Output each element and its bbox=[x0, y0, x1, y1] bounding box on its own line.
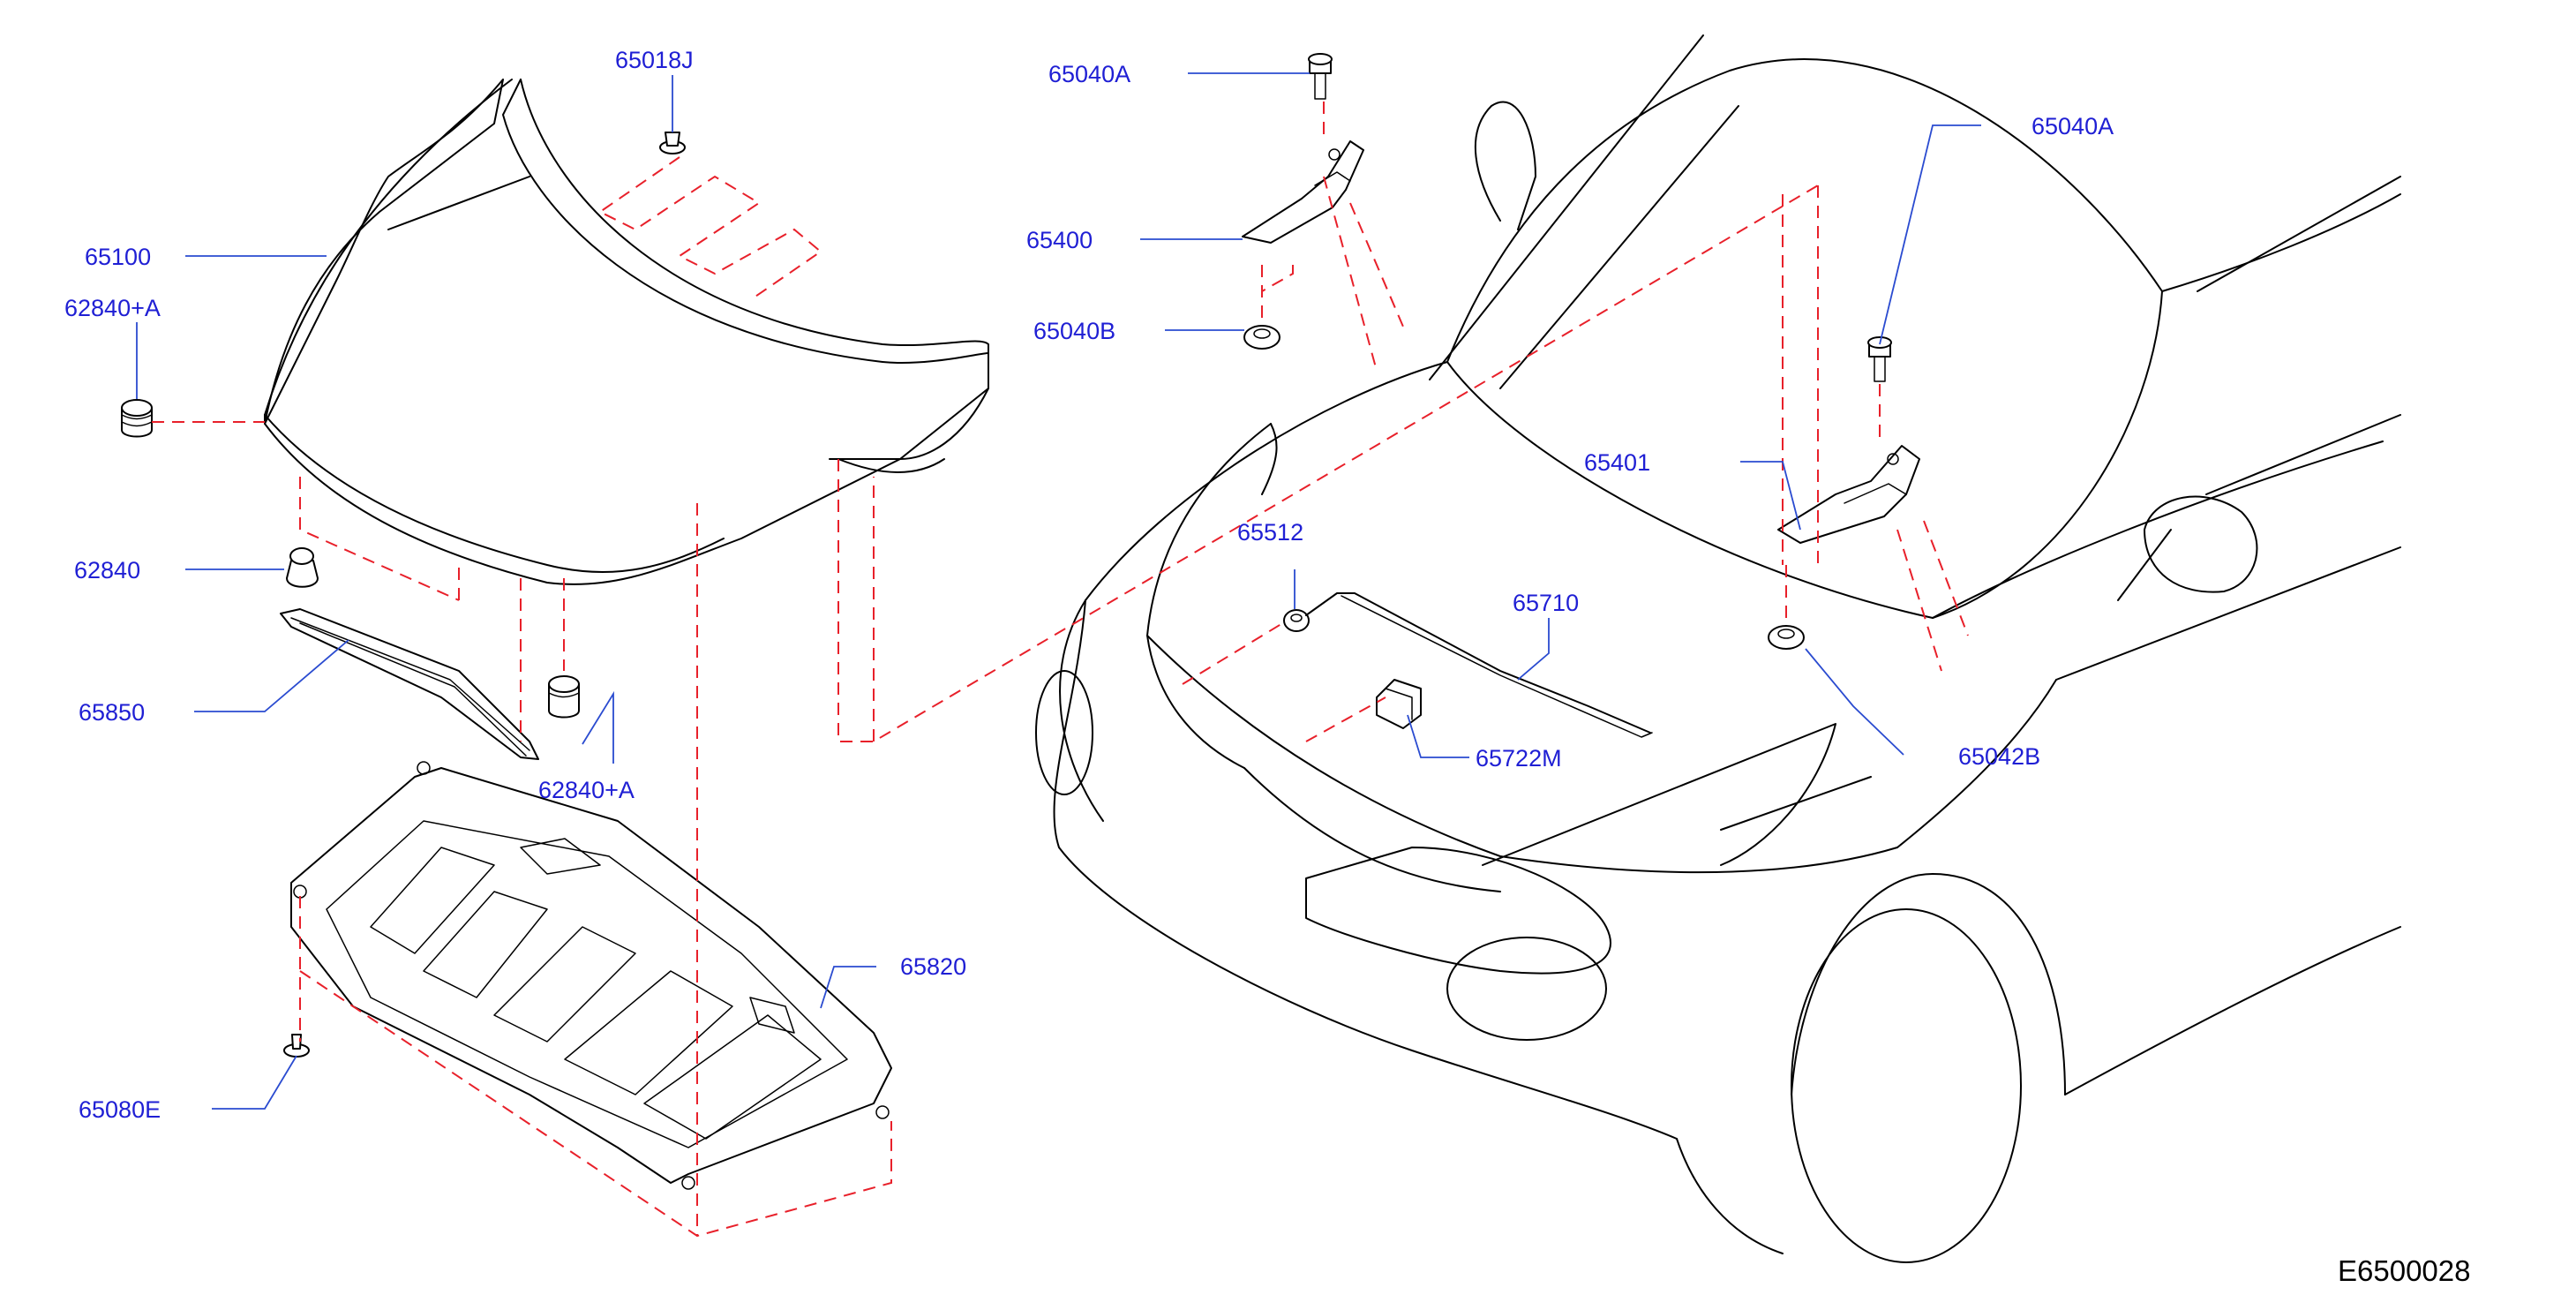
hood-clip bbox=[659, 132, 686, 154]
label-65100: 65100 bbox=[85, 244, 151, 270]
hinge-nut-right bbox=[1768, 625, 1805, 650]
part-labels: 65018J 65100 62840+A 62840 65850 62840+A… bbox=[64, 47, 2114, 1123]
hood-bumper-top bbox=[121, 399, 153, 438]
leader-lines bbox=[136, 72, 1981, 1110]
vehicle-front-outline bbox=[1035, 34, 2401, 1263]
label-65722M: 65722M bbox=[1476, 745, 1562, 772]
diagram-code: E6500028 bbox=[2338, 1254, 2470, 1287]
hood-hinge-left bbox=[1242, 140, 1364, 244]
phantom-lines bbox=[152, 102, 1969, 1238]
hood-bumper-middle bbox=[286, 547, 319, 588]
label-65820: 65820 bbox=[900, 953, 966, 980]
label-65018J: 65018J bbox=[615, 47, 694, 73]
hood-stay-rod bbox=[1305, 592, 1653, 738]
hood-hinge-right bbox=[1777, 445, 1920, 544]
label-62840A-bottom: 62840+A bbox=[538, 777, 635, 803]
insulator-clip bbox=[283, 1034, 310, 1058]
label-62840: 62840 bbox=[74, 557, 140, 583]
hood-stay-grommet bbox=[1283, 609, 1310, 632]
hood-insulator bbox=[290, 761, 892, 1190]
label-65710: 65710 bbox=[1513, 590, 1579, 616]
label-65400: 65400 bbox=[1026, 227, 1093, 253]
hinge-bolt-left bbox=[1308, 53, 1333, 100]
hood-lock-bracket bbox=[1376, 679, 1422, 729]
label-65080E: 65080E bbox=[79, 1096, 161, 1123]
hood-seal bbox=[280, 608, 539, 760]
hood-panel bbox=[264, 79, 989, 585]
label-65512: 65512 bbox=[1237, 519, 1303, 546]
label-65040A-left: 65040A bbox=[1048, 61, 1130, 87]
hinge-nut-left bbox=[1243, 325, 1280, 350]
label-65040A-right: 65040A bbox=[2032, 113, 2114, 139]
label-65040B: 65040B bbox=[1033, 318, 1115, 344]
label-65850: 65850 bbox=[79, 699, 145, 726]
hood-bumper-bottom bbox=[548, 675, 580, 719]
label-65401: 65401 bbox=[1584, 449, 1650, 476]
label-62840A-top: 62840+A bbox=[64, 295, 161, 321]
label-65042B: 65042B bbox=[1958, 743, 2040, 770]
